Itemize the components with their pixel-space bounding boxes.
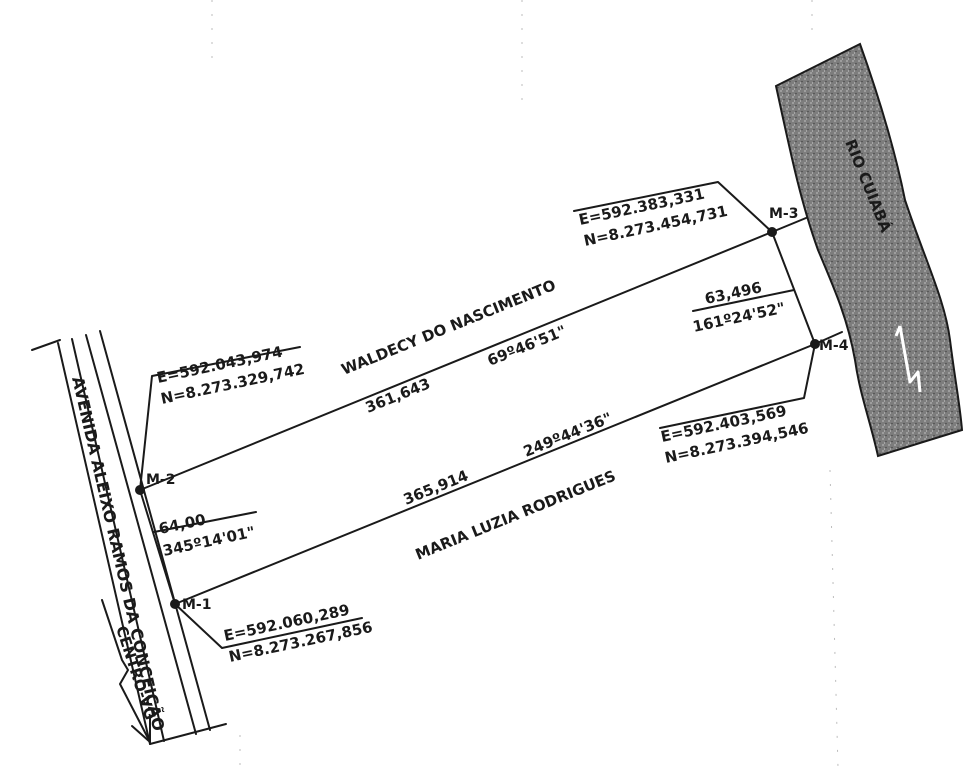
markers (135, 227, 820, 609)
boundary-m2-m3 (139, 231, 773, 491)
leaders (139, 181, 816, 649)
segment-m2-m3-bearing: 69º46'51" (485, 322, 569, 370)
scan-marks (211, 0, 839, 768)
segment-m2-m3-distance: 361,643 (363, 374, 433, 416)
direction-arrow-icon (101, 599, 151, 743)
avenue-band (31, 330, 227, 745)
marker-m2-label: M-2 (146, 472, 175, 488)
boundary-m4-m1 (174, 343, 816, 605)
marker-m3-label: M-3 (769, 206, 798, 222)
marker-m4-point (810, 339, 820, 349)
segment-m4-m1-bearing: 249º44'36" (521, 409, 615, 461)
boundary-m3-m4 (771, 231, 816, 345)
avenue-name: AVENIDA ALEIXO RAMOS DA CONCEIÇÃO (68, 375, 168, 733)
river-flow-arrow-icon (894, 325, 922, 393)
boundary-m1-m2 (139, 489, 176, 605)
marker-m1-label: M-1 (182, 597, 211, 613)
marker-m2-point (135, 485, 145, 495)
marker-m4-label: M-4 (819, 338, 849, 354)
marker-m1-point (170, 599, 180, 609)
river-cuiaba (774, 42, 964, 458)
parcel-boundary (139, 217, 843, 605)
marker-m3-point (767, 227, 777, 237)
